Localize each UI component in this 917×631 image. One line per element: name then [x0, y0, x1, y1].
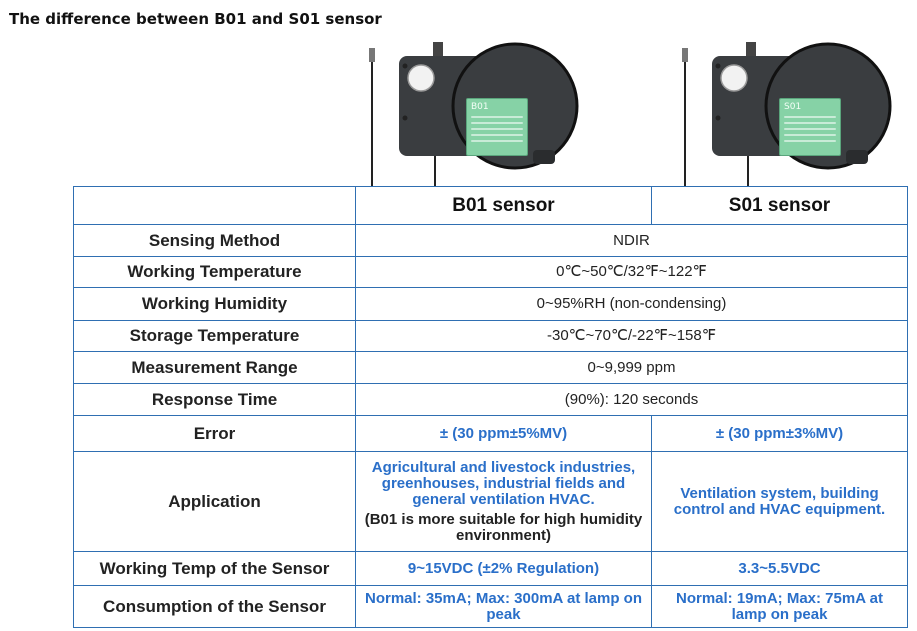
row-label-storage-temperature: Storage Temperature [73, 320, 356, 352]
table-row: Error ± (30 ppm±5%MV) ± (30 ppm±3%MV) [73, 415, 908, 452]
table-row: Storage Temperature -30℃~70℃/-22℉~158℉ [73, 320, 908, 352]
value-working-temp-sensor-s01: 3.3~5.5VDC [651, 551, 908, 586]
table-row: Response Time (90%): 120 seconds [73, 383, 908, 416]
value-working-humidity: 0~95%RH (non-condensing) [355, 287, 908, 321]
table-row: Working Temp of the Sensor 9~15VDC (±2% … [73, 551, 908, 586]
value-consumption-s01: Normal: 19mA; Max: 75mA at lamp on peak [651, 585, 908, 628]
row-label-response-time: Response Time [73, 383, 356, 416]
s01-device-image: S01 [668, 38, 898, 186]
s01-tag-text: S01 [784, 102, 802, 112]
row-label-working-temp-sensor: Working Temp of the Sensor [73, 551, 356, 586]
row-label-working-temperature: Working Temperature [73, 256, 356, 288]
value-response-time: (90%): 120 seconds [355, 383, 908, 416]
value-error-s01: ± (30 ppm±3%MV) [651, 415, 908, 452]
b01-column-header: B01 sensor [355, 186, 652, 225]
table-row: Working Temperature 0℃~50℃/32℉~122℉ [73, 256, 908, 288]
row-label-error: Error [73, 415, 356, 452]
table-row: Working Humidity 0~95%RH (non-condensing… [73, 287, 908, 321]
value-working-temperature: 0℃~50℃/32℉~122℉ [355, 256, 908, 288]
value-error-b01: ± (30 ppm±5%MV) [355, 415, 652, 452]
value-storage-temperature: -30℃~70℃/-22℉~158℉ [355, 320, 908, 352]
row-label-application: Application [73, 451, 356, 552]
row-label-measurement-range: Measurement Range [73, 351, 356, 384]
table-row: Measurement Range 0~9,999 ppm [73, 351, 908, 384]
table-row: Consumption of the Sensor Normal: 35mA; … [73, 585, 908, 628]
s01-column-header: S01 sensor [651, 186, 908, 225]
b01-device-image: B01 [355, 38, 585, 186]
application-b01-note: (B01 is more suitable for high humidity … [364, 510, 643, 544]
value-application-s01: Ventilation system, building control and… [651, 451, 908, 552]
row-label-consumption: Consumption of the Sensor [73, 585, 356, 628]
value-measurement-range: 0~9,999 ppm [355, 351, 908, 384]
b01-label-tag: B01 [466, 98, 528, 156]
table-row: Sensing Method NDIR [73, 224, 908, 257]
value-consumption-b01: Normal: 35mA; Max: 300mA at lamp on peak [355, 585, 652, 628]
table-header-row: B01 sensor S01 sensor [73, 186, 908, 225]
table-row: Application Agricultural and livestock i… [73, 451, 908, 552]
s01-label-tag: S01 [779, 98, 841, 156]
value-sensing-method: NDIR [355, 224, 908, 257]
row-label-sensing-method: Sensing Method [73, 224, 356, 257]
empty-header-cell [73, 186, 356, 225]
value-application-b01: Agricultural and livestock industries, g… [355, 451, 652, 552]
comparison-table: B01 sensor S01 sensor Sensing Method NDI… [73, 186, 908, 628]
page-title: The difference between B01 and S01 senso… [9, 10, 382, 28]
row-label-working-humidity: Working Humidity [73, 287, 356, 321]
application-b01-text: Agricultural and livestock industries, g… [371, 458, 636, 508]
b01-tag-text: B01 [471, 102, 489, 112]
value-working-temp-sensor-b01: 9~15VDC (±2% Regulation) [355, 551, 652, 586]
